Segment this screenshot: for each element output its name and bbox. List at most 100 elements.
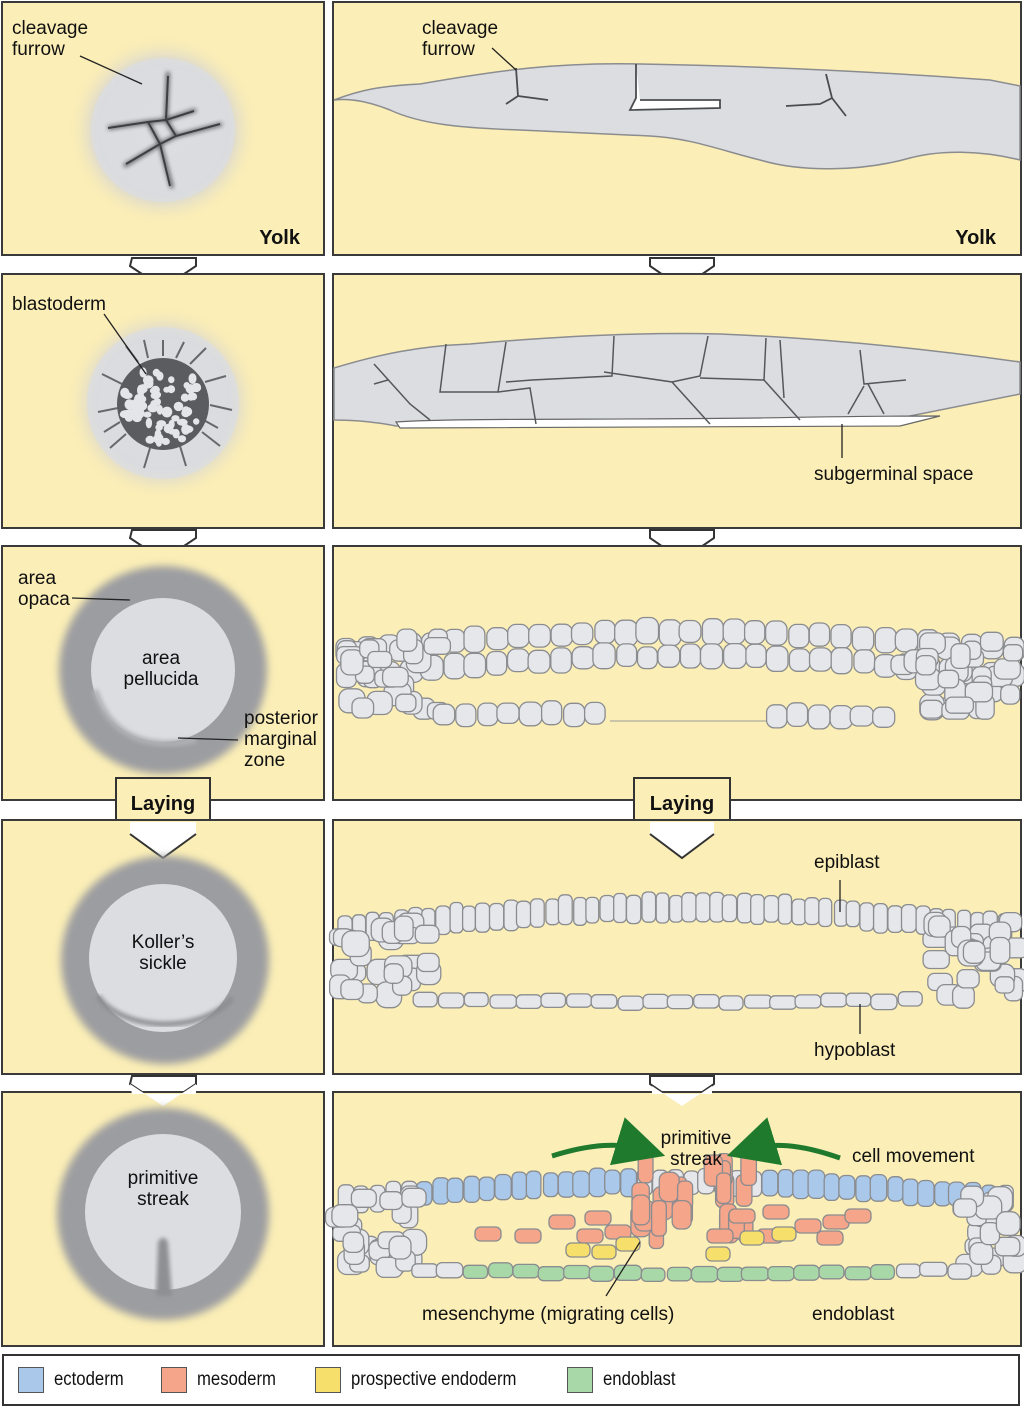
endoblast-cell <box>563 1264 591 1280</box>
blastomere <box>168 376 175 384</box>
hypoblast-cell <box>437 992 465 1009</box>
upper-layer-cell <box>635 616 660 645</box>
marginal-cell <box>379 1191 404 1211</box>
mesenchyme-cell <box>762 1204 790 1220</box>
epiblast-cell <box>887 1176 904 1202</box>
row-4: Koller’s sickle epiblast hypoblast <box>1 819 1024 1075</box>
epiblast-cell <box>887 905 904 934</box>
upper-layer-cell <box>722 642 747 670</box>
endoblast-cell <box>793 1264 820 1281</box>
epiblast-cell <box>807 1169 826 1200</box>
mesenchyme-cell <box>548 1214 576 1230</box>
epiblast-cell <box>681 892 697 923</box>
blastomere <box>168 419 175 429</box>
upper-layer-cell <box>463 652 487 679</box>
label-yolk-left: Yolk <box>259 227 301 249</box>
mesenchyme-cell <box>576 1228 604 1244</box>
endoblast-cell <box>666 1266 692 1282</box>
marginal-cell <box>401 1187 427 1208</box>
upper-layer-cell <box>764 620 788 646</box>
kollers-sickle-disc <box>61 856 269 1064</box>
label-zone: zone <box>244 750 285 771</box>
blastomere <box>143 411 152 418</box>
label-furrow-left-1: furrow <box>12 39 65 60</box>
marginal-cell <box>995 1211 1021 1237</box>
upper-layer-cell <box>571 646 596 670</box>
label-blastoderm: blastoderm <box>12 294 106 315</box>
upper-layer-cell <box>485 650 508 676</box>
legend-item-mesoderm: mesoderm <box>161 1367 287 1393</box>
hypoblast-cell <box>718 995 744 1011</box>
pre-laying-cross-section <box>334 616 1024 798</box>
marginal-cell <box>340 978 364 1001</box>
mesenchyme-cell <box>794 1218 822 1234</box>
marginal-cell <box>1002 644 1024 662</box>
upper-layer-cell <box>616 643 638 668</box>
hypoblast-cell <box>666 994 694 1010</box>
epiblast-cell <box>463 1175 481 1203</box>
endoblast-swatch <box>566 1367 593 1393</box>
hypoblast-cell <box>412 991 438 1008</box>
blastomere <box>155 439 162 447</box>
epiblast-hypoblast-cross-section <box>328 891 1024 1072</box>
lower-layer-cell <box>765 704 788 729</box>
hypoblast-cell <box>743 994 773 1009</box>
lower-layer-cell <box>477 702 499 727</box>
epiblast-cell <box>625 894 642 925</box>
laying-label-left: Laying <box>131 793 195 815</box>
prospective-endoderm-swatch <box>314 1367 341 1393</box>
hypoblast-cell <box>617 995 645 1011</box>
blastomere <box>161 437 170 446</box>
upper-layer-cell <box>550 647 573 674</box>
blastomere <box>181 406 191 418</box>
mesenchyme-cell <box>844 1208 872 1224</box>
marginal-cell <box>341 930 370 958</box>
prospective-endoderm-cell <box>615 1236 641 1252</box>
marginal-cell <box>922 949 950 970</box>
upper-layer-cell <box>570 622 594 646</box>
hypoblast-cell <box>463 992 489 1008</box>
epiblast-cell <box>792 1169 810 1200</box>
endoblast-cell <box>588 1265 615 1282</box>
endoblast-cell <box>640 1267 666 1283</box>
upper-layer-cell <box>443 652 466 680</box>
mesenchyme-cell <box>816 1230 844 1246</box>
endoblast-cell <box>487 1262 514 1279</box>
hypoblast-cell <box>515 994 543 1010</box>
upper-layer-cell <box>808 622 831 647</box>
marginal-cell <box>395 693 417 713</box>
marginal-cell <box>331 1204 359 1228</box>
epiblast-cell <box>763 894 780 923</box>
mesoderm-swatch <box>161 1367 188 1393</box>
cell-movement-arrow-right <box>726 1117 841 1166</box>
upper-layer-cell <box>701 618 724 646</box>
legend-item-ectoderm: ectoderm <box>18 1367 133 1393</box>
epiblast-cell <box>474 902 491 933</box>
endoblast-cell <box>895 1263 922 1279</box>
hypoblast-cell <box>489 994 518 1009</box>
epiblast-cell <box>478 1176 495 1202</box>
blastoderm-cross-section <box>333 332 1021 429</box>
epiblast-cell <box>542 1172 559 1198</box>
upper-layer-cell <box>894 628 919 653</box>
marginal-cell <box>393 915 414 942</box>
epiblast-cell <box>833 899 848 927</box>
upper-layer-cell <box>851 626 875 652</box>
epiblast-cell <box>488 902 505 931</box>
hypoblast-cell <box>590 994 618 1009</box>
marginal-cell <box>962 940 986 964</box>
lower-layer-cell <box>455 703 477 728</box>
label-subgerminal-space: subgerminal space <box>814 464 973 485</box>
hypoblast-cell <box>794 994 822 1009</box>
label-primitive-right: primitive <box>661 1128 732 1149</box>
blastomere <box>156 371 164 381</box>
upper-layer-cell <box>486 627 510 651</box>
primitive-streak-cross-section <box>324 1151 1024 1344</box>
epiblast-cell <box>736 892 753 924</box>
blastomere <box>176 418 188 426</box>
blastomere <box>143 378 154 389</box>
epiblast-cell <box>902 1178 919 1207</box>
hypoblast-cell <box>870 993 898 1011</box>
epiblast-cell <box>461 905 477 933</box>
marginal-cell <box>383 963 404 984</box>
